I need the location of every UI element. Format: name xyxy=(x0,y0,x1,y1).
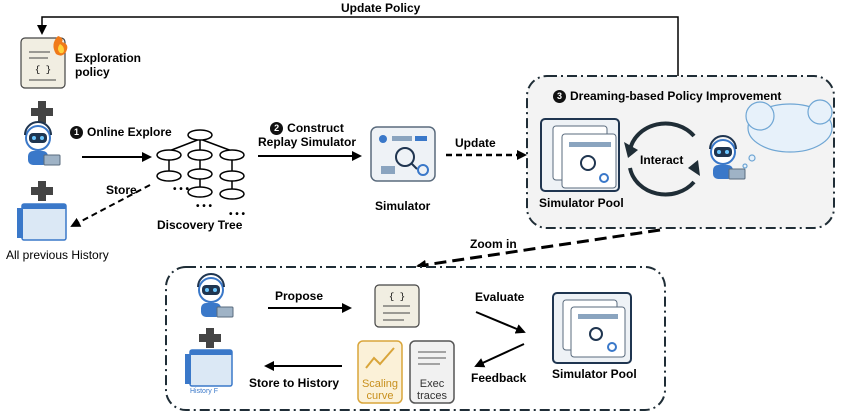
cycle-arrowhead-right xyxy=(688,160,700,176)
exploration-policy-label: Exploration policy xyxy=(75,51,142,79)
zoom-in-arrow xyxy=(416,228,661,270)
update-policy-arrow xyxy=(37,16,679,85)
discovery-tree xyxy=(156,129,245,200)
feedback-arrow xyxy=(474,343,525,368)
exploration-code-glyph: { } xyxy=(35,65,51,75)
tree-dots-2: • • • xyxy=(196,201,213,212)
evaluate-arrow xyxy=(475,311,526,334)
step-3-badge: 3 xyxy=(553,90,566,103)
interact-cycle-icon xyxy=(628,121,696,197)
simulator-pool-bottom-icon xyxy=(552,292,632,364)
zoom-panel xyxy=(165,266,666,411)
history-f-icon xyxy=(185,349,233,387)
discovery-tree-label: Discovery Tree xyxy=(157,218,243,232)
exec-traces-label: Exec traces xyxy=(417,378,447,402)
history-icon xyxy=(17,203,67,241)
store-to-history-label: Store to History xyxy=(249,376,340,390)
evaluate-label: Evaluate xyxy=(475,290,525,304)
step-1-badge: 1 xyxy=(70,126,83,139)
zoom-in-label: Zoom in xyxy=(470,237,517,251)
all-history-label: All previous History xyxy=(6,248,109,262)
agent-robot-icon xyxy=(24,121,61,166)
thought-cloud-icon xyxy=(742,99,833,169)
simulator-icon xyxy=(370,126,436,182)
store-arrow xyxy=(70,184,151,227)
simulator-label: Simulator xyxy=(375,199,431,213)
plus-icon-3 xyxy=(199,328,221,348)
code-doc-icon xyxy=(374,284,420,328)
exploration-policy-icon xyxy=(20,36,68,89)
propose-label: Propose xyxy=(275,289,324,303)
simulator-pool-bottom-label: Simulator Pool xyxy=(552,367,637,381)
simulator-pool-top-icon xyxy=(540,118,620,192)
exec-traces-icon xyxy=(409,340,455,404)
plus-icon-1 xyxy=(31,101,53,123)
scaling-curve-icon xyxy=(357,340,403,404)
plus-icon-2 xyxy=(31,181,53,201)
update-label: Update xyxy=(455,136,496,150)
update-policy-label: Update Policy xyxy=(341,1,421,15)
tree-dots-1: • • • xyxy=(173,184,190,195)
step-2-badge: 2 xyxy=(270,122,284,135)
tree-dots-3: • • • xyxy=(229,209,246,220)
simulator-pool-top-label: Simulator Pool xyxy=(539,196,624,210)
cycle-arrowhead-left xyxy=(624,142,638,158)
scaling-curve-label: Scaling curve xyxy=(361,378,399,402)
interact-label: Interact xyxy=(640,153,684,167)
code-doc-glyph: { } xyxy=(389,292,405,302)
history-f-label: History F xyxy=(190,388,218,395)
feedback-label: Feedback xyxy=(471,371,527,385)
store-label: Store xyxy=(106,183,137,197)
